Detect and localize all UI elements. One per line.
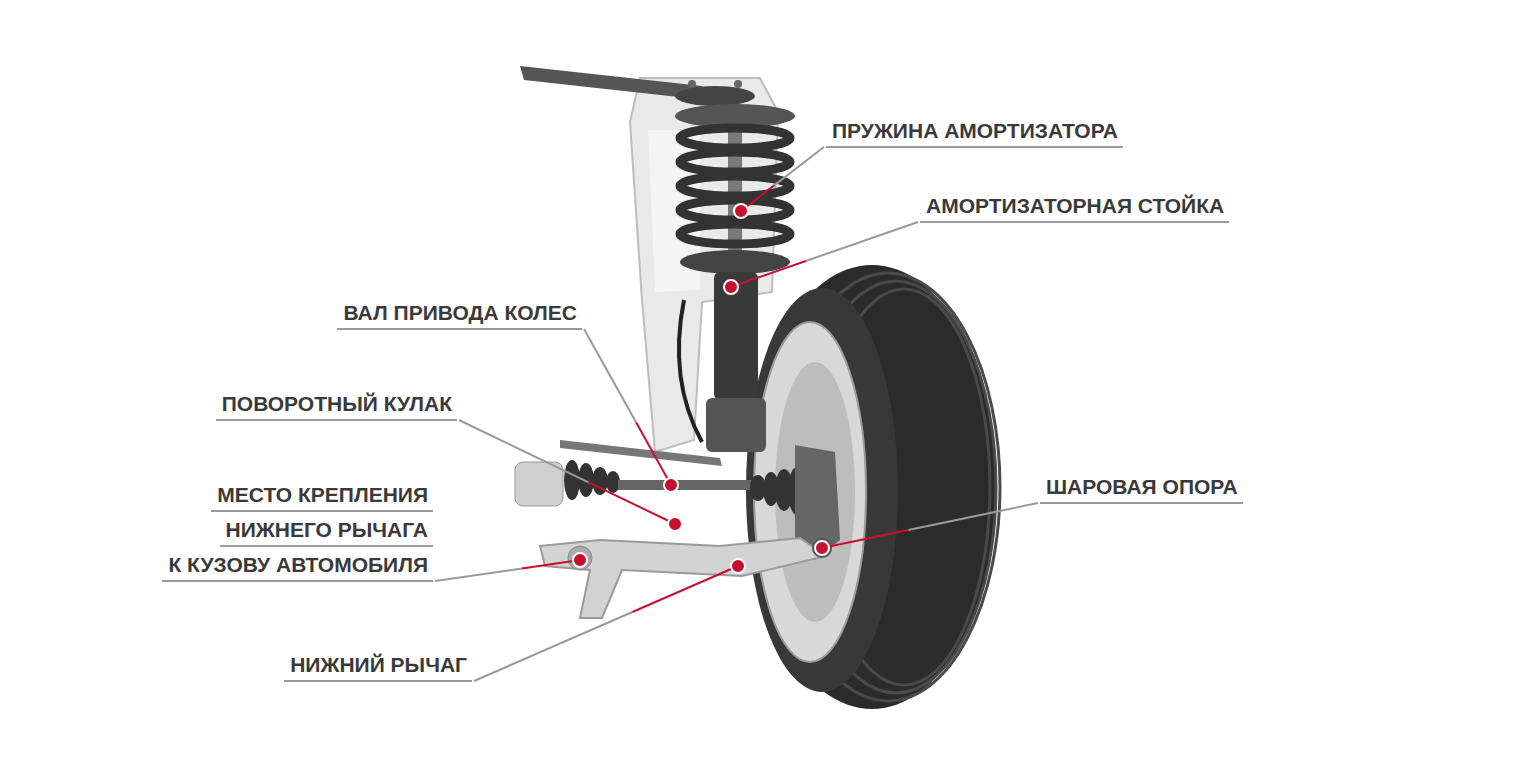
- part-label: ШАРОВАЯ ОПОРА: [1040, 474, 1243, 504]
- leader: [724, 222, 918, 294]
- label-anchor: НИЖНИЙ РЫЧАГ: [284, 652, 472, 682]
- callout-dot: [734, 204, 748, 218]
- rim: [754, 322, 866, 662]
- tire-outer: [747, 265, 997, 709]
- callout-dot: [668, 517, 682, 531]
- callout-dot: [573, 553, 587, 567]
- part-label: МЕСТО КРЕПЛЕНИЯ НИЖНЕГО РЫЧАГА К КУЗОВУ …: [162, 482, 433, 582]
- leader: [734, 147, 824, 218]
- shaft: [618, 480, 758, 490]
- leader-line: [459, 420, 589, 482]
- leader: [815, 503, 1038, 555]
- leader: [474, 559, 745, 681]
- spring-coil: [680, 128, 790, 148]
- label-anchor: ВАЛ ПРИВОДА КОЛЕС: [337, 300, 582, 330]
- leader-line: [435, 568, 522, 581]
- leader-line: [636, 423, 671, 485]
- part-label: НИЖНИЙ РЫЧАГ: [284, 652, 472, 682]
- arm: [540, 538, 826, 618]
- spring-seat: [680, 250, 790, 274]
- lower-arm: [540, 538, 832, 618]
- callout-dot: [731, 559, 745, 573]
- callout-dot: [724, 280, 738, 294]
- leader-line: [474, 612, 632, 681]
- callout-dot: [815, 541, 829, 555]
- brake-hose: [679, 300, 702, 442]
- boot: [564, 460, 580, 500]
- inner-joint: [515, 462, 563, 506]
- leader-line: [589, 482, 675, 524]
- leader-line: [731, 261, 806, 287]
- callout-dot: [664, 478, 678, 492]
- leader-line: [774, 147, 824, 185]
- leader-line: [584, 329, 636, 423]
- part-label: ПРУЖИНА АМОРТИЗАТОРА: [826, 118, 1123, 148]
- strut: [675, 80, 795, 452]
- bolt: [734, 80, 742, 88]
- label-anchor: АМОРТИЗАТОРНАЯ СТОЙКА: [920, 193, 1229, 223]
- label-anchor: МЕСТО КРЕПЛЕНИЯ НИЖНЕГО РЫЧАГА К КУЗОВУ …: [162, 482, 433, 582]
- boot: [606, 471, 620, 493]
- leader-line: [806, 222, 918, 261]
- boot: [578, 463, 594, 497]
- rim-inner: [775, 362, 855, 622]
- leader: [459, 420, 682, 531]
- label-line: МЕСТО КРЕПЛЕНИЯ: [211, 482, 433, 512]
- tire: [746, 265, 1000, 709]
- leader-line: [822, 530, 908, 548]
- leader-line: [522, 560, 580, 568]
- label-anchor: ПРУЖИНА АМОРТИЗАТОРА: [826, 118, 1123, 148]
- bolt: [688, 80, 696, 88]
- label-anchor: ПОВОРОТНЫЙ КУЛАК: [216, 391, 457, 421]
- top-mount: [675, 86, 755, 106]
- leader: [435, 553, 587, 581]
- part-label: ВАЛ ПРИВОДА КОЛЕС: [337, 300, 582, 330]
- label-line: НИЖНЕГО РЫЧАГА: [220, 517, 433, 547]
- label-anchor: ШАРОВАЯ ОПОРА: [1040, 474, 1243, 504]
- part-label: АМОРТИЗАТОРНАЯ СТОЙКА: [920, 193, 1229, 223]
- leader-line: [632, 566, 738, 612]
- leader-line: [908, 503, 1038, 530]
- spring-coil: [680, 200, 790, 220]
- label-line: К КУЗОВУ АВТОМОБИЛЯ: [162, 552, 433, 582]
- bushing: [568, 546, 592, 570]
- spring-coil: [680, 152, 790, 172]
- ball-joint: [812, 538, 832, 558]
- tie-rod: [560, 440, 722, 466]
- leader: [584, 329, 678, 492]
- part-label: ПОВОРОТНЫЙ КУЛАК: [216, 391, 457, 421]
- tire-sidewall: [746, 288, 898, 692]
- strut-body: [714, 272, 758, 400]
- strut-collar: [706, 398, 766, 452]
- spring-coil: [680, 224, 790, 244]
